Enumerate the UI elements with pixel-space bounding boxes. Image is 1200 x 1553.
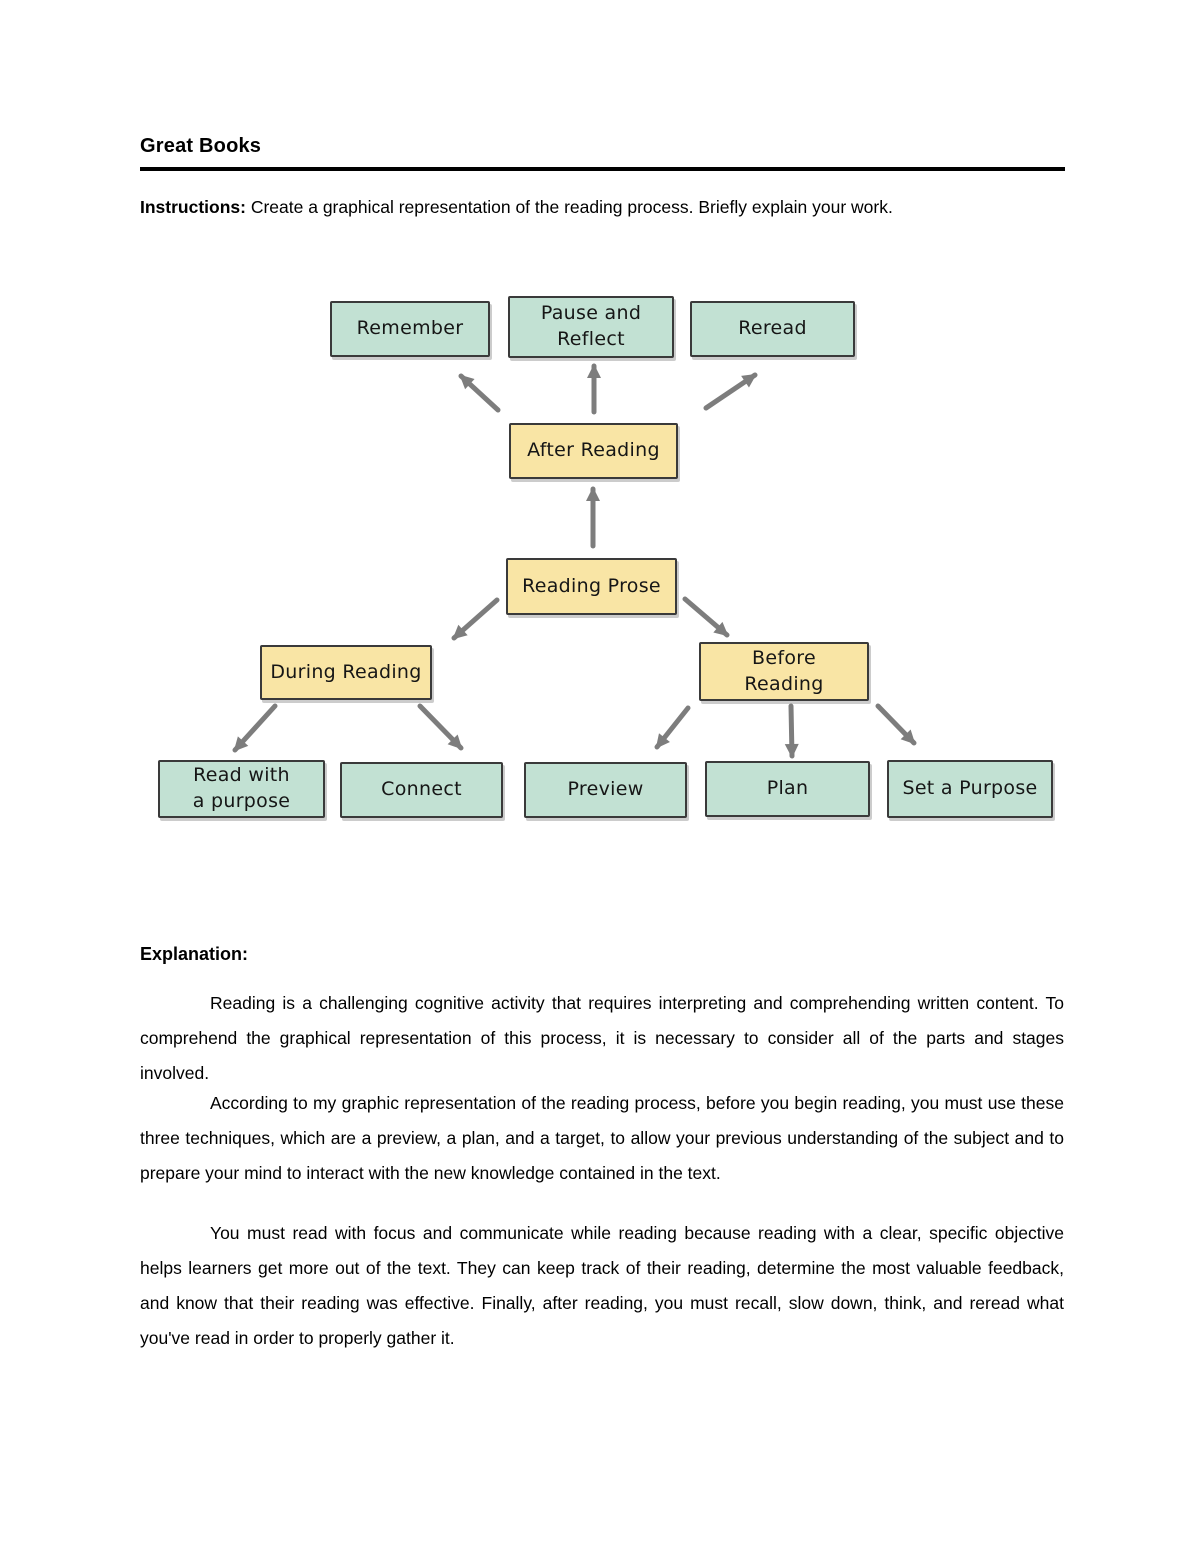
node-connect: Connect	[340, 762, 503, 818]
arrow-during-to-connect	[417, 703, 464, 751]
node-remember: Remember	[330, 301, 490, 357]
node-reading-prose: Reading Prose	[506, 558, 677, 615]
explanation-heading: Explanation:	[140, 944, 249, 964]
explanation-paragraph-1: Reading is a challenging cognitive activ…	[140, 993, 1064, 1083]
arrow-after-to-reread	[703, 372, 758, 411]
arrow-after-to-remember	[458, 373, 501, 413]
explanation-paragraph-2: According to my graphic representation o…	[140, 1093, 1064, 1183]
node-preview: Preview	[524, 762, 687, 818]
node-pause-and-reflect: Pause and Reflect	[508, 296, 674, 358]
arrow-prose-to-during	[451, 597, 500, 641]
node-during-reading: During Reading	[260, 645, 432, 700]
instructions-text: Create a graphical representation of the…	[245, 197, 893, 217]
diagram-arrows	[232, 363, 917, 759]
arrow-prose-to-before	[682, 596, 730, 638]
arrow-during-to-read-with-purpose	[232, 703, 278, 753]
arrow-before-to-set-purpose	[875, 703, 917, 746]
arrow-before-to-preview	[654, 705, 691, 750]
title-underline	[140, 167, 1065, 171]
page-title: Great Books	[140, 135, 262, 157]
reading-process-diagram: Remember Pause and Reflect Reread After …	[0, 278, 1200, 848]
node-read-with-a-purpose: Read with a purpose	[158, 760, 325, 818]
node-set-a-purpose: Set a Purpose	[887, 760, 1053, 818]
node-before-reading: Before Reading	[699, 642, 869, 701]
node-plan: Plan	[705, 761, 870, 817]
instructions-label: Instructions:	[140, 197, 246, 217]
explanation-paragraph-3: You must read with focus and communicate…	[140, 1223, 1064, 1348]
node-reread: Reread	[690, 301, 855, 357]
instructions-line: Instructions: Create a graphical represe…	[140, 194, 1070, 220]
node-after-reading: After Reading	[509, 423, 678, 479]
arrow-before-to-plan	[784, 703, 799, 759]
